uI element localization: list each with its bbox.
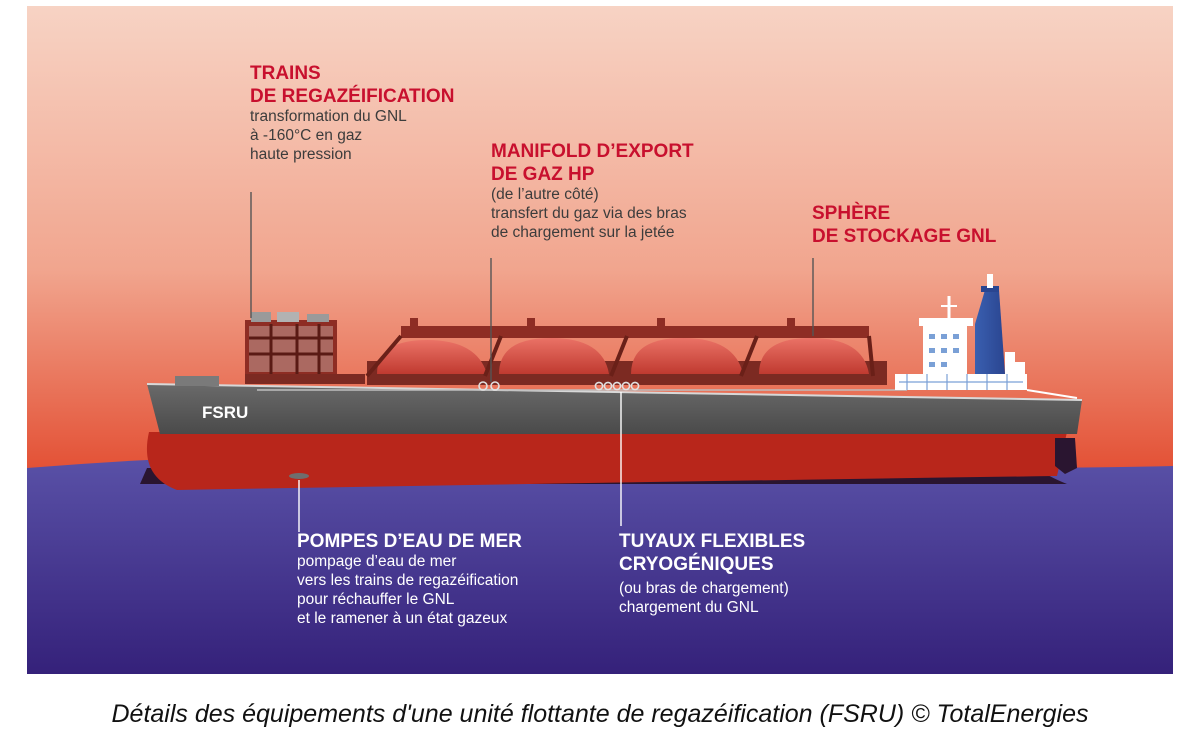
callout-regasification-trains: TRAINS DE REGAZÉIFICATION transformation…	[250, 62, 454, 165]
title-line: TRAINS	[250, 63, 321, 84]
description-line: (de l’autre côté)	[491, 186, 599, 204]
description-line: pompage d’eau de mer	[297, 553, 457, 571]
callout-description: transformation du GNL à -160°C en gaz ha…	[250, 108, 454, 165]
description-line: pour réchauffer le GNL	[297, 590, 455, 608]
title-line: TUYAUX FLEXIBLES	[619, 531, 806, 552]
callout-title: TRAINS DE REGAZÉIFICATION	[250, 62, 454, 108]
description-line: transfert du gaz via des bras	[491, 205, 687, 223]
title-line: SPHÈRE	[812, 203, 891, 224]
lng-storage-spheres	[365, 318, 887, 385]
title-line: CRYOGÉNIQUES	[619, 554, 774, 576]
forecastle	[175, 376, 219, 386]
manifold-connections	[478, 381, 640, 391]
description-line: transformation du GNL	[250, 108, 407, 126]
callout-title: POMPES D’EAU DE MER	[297, 530, 522, 553]
seawater-intake	[289, 473, 309, 479]
ship-superstructure	[895, 274, 1078, 399]
rudder	[1055, 438, 1077, 474]
callout-title: SPHÈRE DE STOCKAGE GNL	[812, 202, 996, 248]
callout-title: TUYAUX FLEXIBLES CRYOGÉNIQUES	[619, 530, 805, 576]
callout-export-manifold: MANIFOLD D’EXPORT DE GAZ HP (de l’autre …	[491, 140, 694, 243]
fsru-diagram: FSRU	[27, 6, 1173, 674]
description-line: haute pression	[250, 146, 352, 164]
description-line: et le ramener à un état gazeux	[297, 609, 508, 627]
figure-caption: Détails des équipements d'une unité flot…	[111, 700, 1089, 728]
callout-seawater-pumps: POMPES D’EAU DE MER pompage d’eau de mer…	[297, 530, 522, 629]
regasification-module	[245, 312, 365, 384]
callout-title: MANIFOLD D’EXPORT DE GAZ HP	[491, 140, 694, 186]
deck-line	[146, 383, 1083, 401]
ship-illustration: FSRU	[27, 6, 1173, 674]
description-line: à -160°C en gaz	[250, 127, 363, 145]
sea-background	[27, 452, 1173, 674]
description-line: (ou bras de chargement)	[619, 580, 789, 598]
callout-description: (ou bras de chargement) chargement du GN…	[619, 580, 805, 618]
title-line: DE REGAZÉIFICATION	[250, 86, 455, 108]
title-line: DE STOCKAGE GNL	[812, 226, 997, 248]
callout-leader-lines	[250, 192, 814, 532]
callout-storage-sphere: SPHÈRE DE STOCKAGE GNL	[812, 202, 996, 248]
title-line: DE GAZ HP	[491, 164, 595, 186]
title-line: MANIFOLD D’EXPORT	[491, 141, 694, 162]
description-line: de chargement sur la jetée	[491, 224, 675, 242]
hull-marking: FSRU	[202, 403, 248, 422]
callout-description: (de l’autre côté) transfert du gaz via d…	[491, 186, 694, 243]
description-line: chargement du GNL	[619, 599, 759, 617]
title-line: POMPES D’EAU DE MER	[297, 531, 522, 552]
callout-description: pompage d’eau de mer vers les trains de …	[297, 553, 522, 629]
callout-cryogenic-hoses: TUYAUX FLEXIBLES CRYOGÉNIQUES (ou bras d…	[619, 530, 805, 618]
hull-red-section	[146, 432, 1068, 490]
description-line: vers les trains de regazéification	[297, 572, 519, 590]
